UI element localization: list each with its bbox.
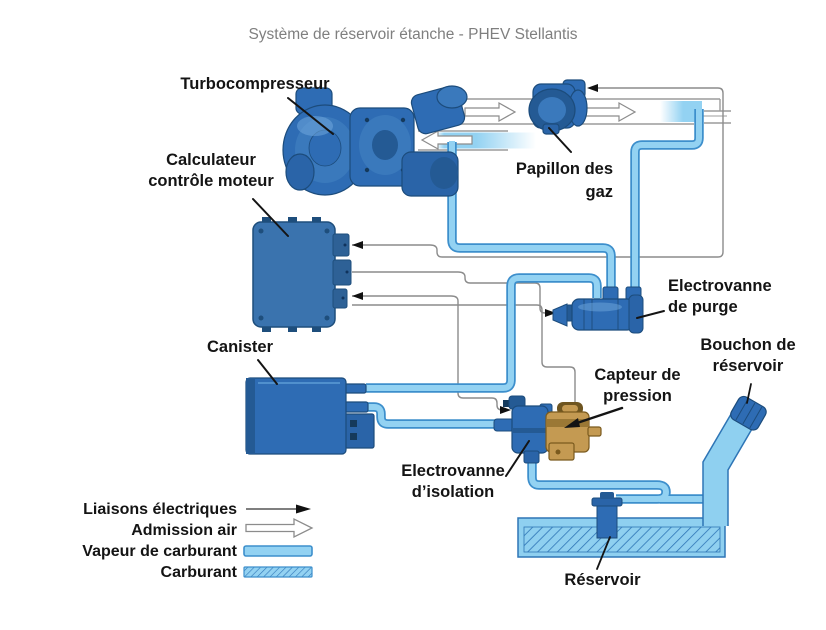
air-arrow-left bbox=[420, 129, 473, 151]
air-arrow-right-1 bbox=[464, 101, 517, 123]
legend-label-fuel: Carburant bbox=[160, 564, 237, 581]
ecu-illustration bbox=[252, 217, 352, 332]
legend-air-arrow bbox=[245, 517, 314, 539]
page-title: Système de réservoir étanche - PHEV Stel… bbox=[248, 26, 578, 43]
air-arrow-right-2 bbox=[584, 101, 637, 123]
tank-fuel-hatch bbox=[523, 526, 721, 553]
label-canister: Canister bbox=[206, 338, 274, 356]
label-isolation-valve: Electrovanne d’isolation bbox=[401, 462, 505, 501]
legend-symbols bbox=[243, 504, 314, 578]
vapor-tap-outlet bbox=[660, 101, 702, 122]
throttle-body-illustration bbox=[528, 79, 588, 135]
wire-ecu-throttle bbox=[352, 87, 724, 258]
canister-illustration bbox=[245, 377, 375, 455]
leader-lines bbox=[252, 97, 752, 570]
legend-electrical-arrow bbox=[246, 504, 311, 514]
isolation-valve-illustration bbox=[493, 395, 553, 464]
fuel-cap bbox=[730, 395, 767, 431]
label-ecu: Calculateur contrôle moteur bbox=[148, 151, 274, 190]
label-fuel-cap: Bouchon de réservoir bbox=[700, 336, 796, 375]
turbocharger-illustration bbox=[282, 85, 468, 197]
label-pressure-sensor: Capteur de pression bbox=[594, 366, 681, 405]
electrical-lines bbox=[352, 87, 724, 412]
label-purge-valve: Electrovanne de purge bbox=[668, 277, 772, 316]
tank-vent-valve bbox=[591, 492, 623, 539]
wire-ecu-purge-valve bbox=[352, 271, 547, 314]
label-turbocharger: Turbocompresseur bbox=[180, 75, 330, 93]
label-tank: Réservoir bbox=[564, 571, 641, 589]
purge-valve-illustration bbox=[552, 286, 644, 334]
fuel-tank-illustration bbox=[517, 395, 767, 558]
legend-vapor-swatch bbox=[243, 545, 313, 557]
pressure-sensor-illustration bbox=[545, 402, 602, 461]
filler-neck bbox=[703, 409, 756, 526]
air-flow-arrows bbox=[420, 101, 637, 151]
legend-label-electrical: Liaisons électriques bbox=[83, 501, 237, 518]
legend-fuel-swatch bbox=[243, 566, 313, 578]
wire-ecu-isolation-valve bbox=[352, 295, 503, 411]
electrical-arrowheads bbox=[352, 84, 598, 414]
label-throttle-body: Papillon des gaz bbox=[515, 160, 613, 201]
legend-label-air-intake: Admission air bbox=[131, 522, 237, 539]
pressure-sensor-arrowhead bbox=[564, 418, 580, 428]
wire-ecu-pressure-sensor bbox=[352, 304, 576, 412]
vapor-lines bbox=[365, 107, 709, 504]
legend-label-fuel-vapor: Vapeur de carburant bbox=[82, 543, 237, 560]
